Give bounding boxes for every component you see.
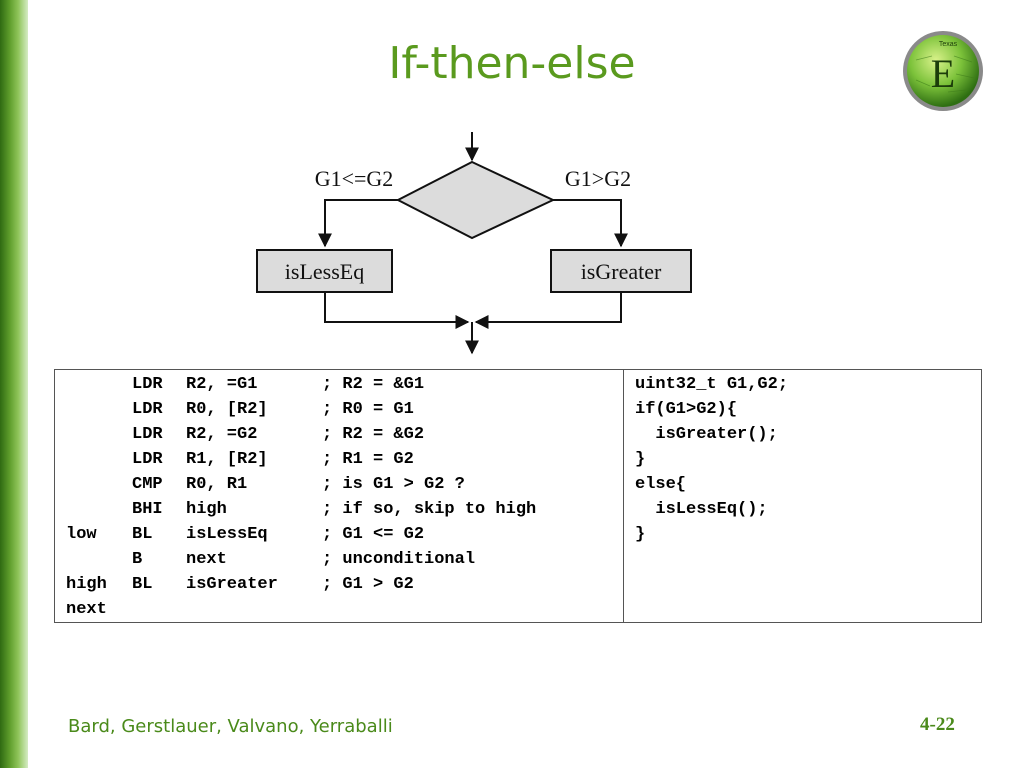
assembly-label: low xyxy=(66,525,97,544)
assembly-line: LDR R2, =G2 ; R2 = &G2 xyxy=(66,422,623,447)
assembly-comment: ; is G1 > G2 ? xyxy=(322,475,465,494)
assembly-line: BHI high ; if so, skip to high xyxy=(66,497,623,522)
assembly-line: LDR R2, =G1 ; R2 = &G1 xyxy=(66,372,623,397)
assembly-op: B xyxy=(132,550,143,569)
c-code-cell: uint32_t G1,G2; if(G1>G2){ isGreater();} e… xyxy=(623,369,982,623)
page-number: 4-22 xyxy=(920,714,955,735)
assembly-op: LDR xyxy=(132,400,163,419)
assembly-args: R2, =G1 xyxy=(186,375,258,394)
assembly-args: next xyxy=(186,550,227,569)
assembly-comment: ; R1 = G2 xyxy=(322,450,414,469)
footer-authors: Bard, Gerstlauer, Valvano, Yerraballi xyxy=(68,716,393,737)
assembly-op: CMP xyxy=(132,475,163,494)
assembly-comment: ; G1 > G2 xyxy=(322,575,414,594)
c-code-line: isGreater(); xyxy=(635,425,778,444)
assembly-comment: ; R2 = &G1 xyxy=(322,375,425,394)
left-branch-arrow xyxy=(318,199,398,248)
c-code-line: isLessEq(); xyxy=(635,500,768,519)
assembly-op: LDR xyxy=(132,425,163,444)
assembly-comment: ; G1 <= G2 xyxy=(322,525,425,544)
assembly-comment: ; R0 = G1 xyxy=(322,400,414,419)
assembly-op: LDR xyxy=(132,375,163,394)
is-greater-box xyxy=(550,249,692,293)
assembly-label: next xyxy=(66,600,107,619)
assembly-op: BL xyxy=(132,525,153,544)
slide-title: If-then-else xyxy=(388,38,636,89)
assembly-args: R0, R1 xyxy=(186,475,248,494)
assembly-line: next xyxy=(66,597,623,622)
assembly-args: isGreater xyxy=(186,575,278,594)
is-less-eq-box xyxy=(256,249,393,293)
svg-text:Texas: Texas xyxy=(939,41,958,48)
assembly-line: CMP R0, R1 ; is G1 > G2 ? xyxy=(66,472,623,497)
assembly-label: high xyxy=(66,575,107,594)
assembly-op: BL xyxy=(132,575,153,594)
right-branch-arrow xyxy=(553,199,628,248)
left-decorative-bar xyxy=(0,0,28,768)
assembly-line: high BL isGreater ; G1 > G2 xyxy=(66,572,623,597)
assembly-comment: ; R2 = &G2 xyxy=(322,425,425,444)
logo-icon: E Texas xyxy=(903,31,983,111)
assembly-args: R1, [R2] xyxy=(186,450,268,469)
assembly-line: low BL isLessEq ; G1 <= G2 xyxy=(66,522,623,547)
is-less-eq-label: isLessEq xyxy=(285,259,364,284)
left-merge-arrow xyxy=(324,292,470,329)
svg-text:E: E xyxy=(931,51,955,96)
assembly-op: LDR xyxy=(132,450,163,469)
c-code-line: uint32_t G1,G2; xyxy=(635,375,789,394)
left-branch-label: G1<=G2 xyxy=(315,166,394,191)
c-code-line: } xyxy=(635,450,646,469)
right-merge-arrow xyxy=(474,292,622,329)
assembly-args: R0, [R2] xyxy=(186,400,268,419)
c-code-line: if(G1>G2){ xyxy=(635,400,738,419)
assembly-args: R2, =G2 xyxy=(186,425,258,444)
assembly-comment: ; if so, skip to high xyxy=(322,500,537,519)
is-greater-label: isGreater xyxy=(581,259,662,284)
c-code-line: } xyxy=(635,525,646,544)
c-code-line: else{ xyxy=(635,475,687,494)
right-branch-label: G1>G2 xyxy=(565,166,631,191)
assembly-comment: ; unconditional xyxy=(322,550,476,569)
assembly-line: LDR R0, [R2] ; R0 = G1 xyxy=(66,397,623,422)
assembly-args: isLessEq xyxy=(186,525,268,544)
decision-diamond xyxy=(395,160,556,240)
assembly-args: high xyxy=(186,500,227,519)
assembly-line: LDR R1, [R2] ; R1 = G2 xyxy=(66,447,623,472)
assembly-op: BHI xyxy=(132,500,163,519)
